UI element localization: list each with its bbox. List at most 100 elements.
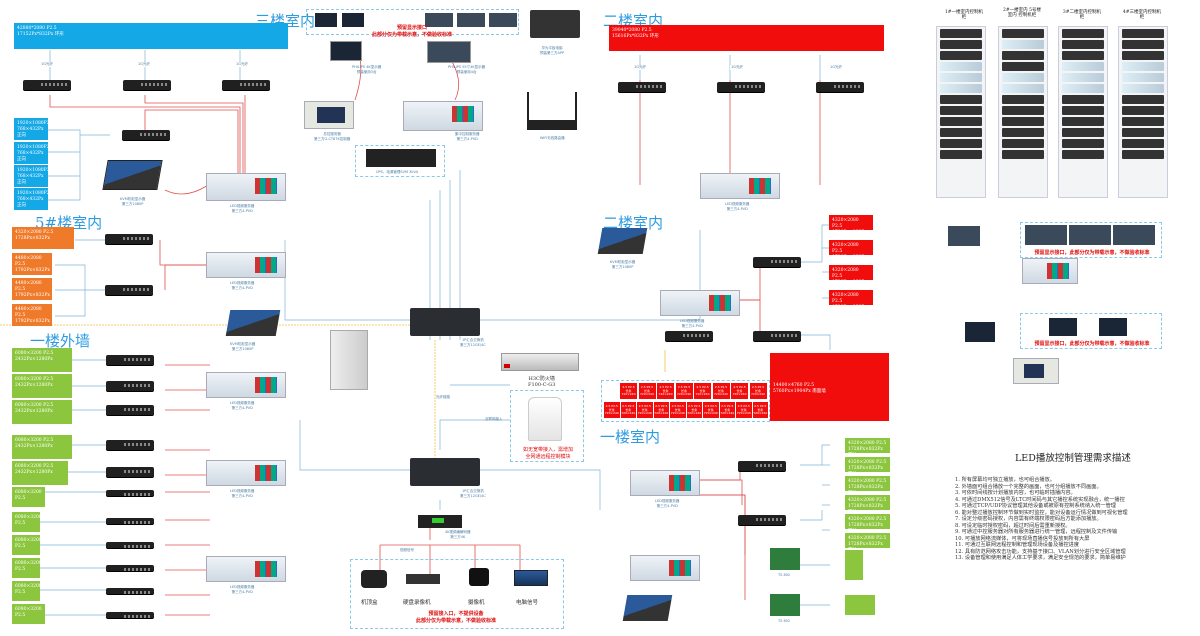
screen-pixels: 768×432Px 正向 (17, 196, 44, 208)
signal-sources-area: 机顶盒 硬盘录像机 摄像机 电脑信号 预留接入口，不提供设备此部分仅为带载示意，… (350, 559, 564, 629)
power-cabinet (330, 330, 368, 390)
rack-cabinet (998, 26, 1048, 198)
requirement-item: 9. 可通过中控服务器对所有服务器进行统一管理，远程控制及文件传输 (955, 529, 1118, 535)
screen-spec: 6080×3200 P2.5 (15, 515, 42, 526)
led-video-server[interactable] (630, 470, 700, 496)
tile-text: 2.5 P2.5 (754, 404, 767, 408)
led-screen-outer: 6080×3200 P2.5 (12, 487, 45, 507)
receiver-card (106, 381, 154, 391)
led-video-server[interactable] (660, 290, 740, 316)
screen-pixels: 1728Px×832Px 圆柱 (832, 229, 867, 241)
monitor-icon (1099, 318, 1127, 336)
requirement-item: 10. 可播放网络流媒体，可将现场直播信号投放到所有大屏 (955, 535, 1090, 542)
requirement-item: 12. 具有防范网络攻击功能，支持基于接口、VLAN划分进行安全区域管理 (955, 548, 1126, 555)
receiver-card (106, 440, 154, 450)
rack-title: 4#三楼室内控制机柜 (1122, 10, 1162, 21)
receiver-card (106, 542, 154, 548)
led-video-server[interactable] (206, 372, 286, 398)
requirement-item: 6. 能对整过播放控制环节做到实时监控，能对设备运行情况做到可视化管理 (955, 509, 1128, 516)
requirements-title: LED播放控制管理需求描述 (1015, 453, 1131, 464)
kvm-label: KVM机柜显示器第三方1080P (610, 260, 636, 269)
reserve-note: 预留接入口，不提供设备此部分仅为带载示意，不做验收标准 (415, 611, 496, 624)
led-screen-floor3-main: 42880*2080 P2.5 17152Px*832Px 环形 (14, 23, 288, 49)
tile-text: 720×240 (640, 392, 654, 397)
tile-text: 2.5 P2.5 (659, 385, 672, 389)
tile-text: 长条 (625, 388, 632, 393)
monitor-icon (948, 226, 980, 246)
receiver-card (738, 461, 786, 471)
encoder-device[interactable] (418, 515, 462, 528)
requirement-item: 2. 外墙面可组合播放一个完整的画面，也可分组播放不同画面。 (955, 483, 1102, 490)
requirements-list: 1. 所有屏幕均可独立播放，也可组合播放。2. 外墙面可组合播放一个完整的画面，… (955, 477, 1185, 562)
screen-spec: 4320×2080 P2.5 (848, 441, 887, 446)
led-video-server[interactable] (206, 252, 286, 278)
receiver-card (106, 588, 154, 594)
screen-spec: 4480×2080 P2.5 (15, 307, 42, 318)
rack-title: 2#一楼室内 5号楼室内 控制机柜 (1003, 8, 1041, 19)
tile-text: 720×240 (677, 392, 691, 397)
receiver-card (222, 80, 270, 90)
control-server[interactable] (304, 101, 354, 129)
screen-pixels: 2432Px×1280Px (15, 443, 53, 449)
tile-text: 720×240 (658, 392, 673, 397)
led-video-server[interactable] (206, 556, 286, 582)
requirement-item: 4. 可通过DMX512信号及LTC时间码与其它播控系统实现融合，统一播控 (955, 496, 1125, 503)
screen-pixels: 17152Px*832Px 环形 (17, 31, 64, 37)
screen-spec: 6080×3200 P2.5 (15, 464, 54, 469)
led-video-server[interactable] (206, 460, 286, 486)
firewall-device[interactable] (501, 353, 579, 371)
laptop-icon (514, 570, 548, 586)
video-signal-label: 视频信号 (400, 548, 414, 552)
switch-label: 1P汇合交换机第三方12GE/4C (460, 338, 486, 347)
tile-text: 720×240 (695, 392, 710, 397)
fiber-label: 1G光纤 (40, 62, 54, 67)
core-switch[interactable] (410, 458, 480, 486)
led-video-server[interactable] (630, 555, 700, 581)
screen-spec: 6080×3200 P2.5 (15, 490, 42, 501)
receiver-card (618, 82, 666, 92)
tile-text: 720×240 (670, 411, 685, 416)
screen-spec: 1920×1080P2.5 (17, 168, 54, 173)
screen-spec: 6080×3200 P2.5 (15, 584, 42, 595)
screen-pixels: 1728Px×832Px 圆柱 (832, 254, 867, 266)
screen-pixels: 1728Px×832Px 圆柱 (848, 522, 883, 534)
tile-text: 2.5 P2.5 (688, 404, 701, 408)
rack-title: 3#二楼室内控制机柜 (1062, 10, 1102, 21)
led-server-label: LED视频服务器第三方4-PVD (680, 319, 705, 328)
screen-spec: 6080×3200 P2.5 (15, 438, 54, 443)
ups-area: UPS、电源管理SVM 3kVA (355, 145, 445, 177)
requirement-item: 11. 可通过互联网远程控制和管理现场设备及播控进度 (955, 542, 1080, 548)
core-switch[interactable] (410, 308, 480, 336)
led-video-server[interactable] (700, 173, 780, 199)
matrix-server[interactable] (403, 101, 483, 131)
tile-text: 长条 (643, 388, 650, 393)
led-screen-pillar-green (845, 595, 875, 615)
screen-spec: 6080×3200 P2.5 (15, 377, 54, 382)
led-server-label: LED视频服务器第三方4-PVD (230, 489, 255, 498)
tablet-label: 华为平板电脑预装第三方APP (540, 46, 565, 55)
screen-pixels: 5760Px×1904Px 南面墙 (773, 388, 826, 394)
screen-pixels: 768×432Px 正向 (17, 173, 44, 185)
screen-pixels: 768×432Px 正向 (17, 126, 44, 138)
tile-text: 长条 (608, 407, 615, 412)
led-server-label: LED视频服务器第三方4-PVD (230, 204, 255, 213)
rack-title: 1#一楼室内控制机柜 (944, 10, 984, 21)
led-video-server[interactable] (206, 173, 286, 201)
monitor-icon (342, 13, 364, 27)
camera-icon (469, 568, 489, 586)
tile-text: 720×240 (720, 411, 735, 416)
